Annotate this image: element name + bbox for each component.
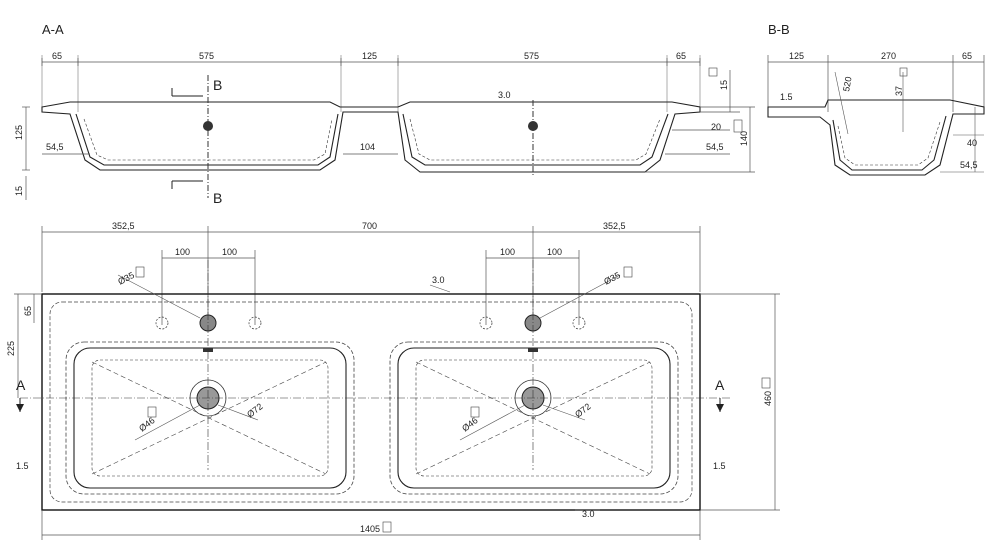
dim-aa-20: 20 (711, 122, 721, 132)
dim-bb-65: 65 (962, 51, 972, 61)
countertop-outline (41, 293, 701, 511)
dim-aa-15-left: 15 (14, 186, 24, 196)
optional-hole-3 (479, 316, 493, 330)
dim-aa-65-right: 65 (676, 51, 686, 61)
dim-plan-dia35-right: Ø35 (602, 270, 622, 287)
dim-bb-54-5: 54,5 (960, 160, 978, 170)
dim-plan-dia72-right: Ø72 (573, 401, 593, 419)
dim-bb-270: 270 (881, 51, 896, 61)
dim-plan-dia46-left: Ø46 (137, 415, 157, 433)
optional-hole-2 (248, 316, 262, 330)
plan-view: 352,5 700 352,5 100 100 100 100 (6, 221, 780, 540)
dim-plan-460: 460 (763, 391, 773, 406)
dim-plan-225: 225 (6, 341, 16, 356)
dim-plan-dia72-left: Ø72 (245, 401, 265, 419)
basin-right (389, 341, 679, 495)
dim-aa-575-right: 575 (524, 51, 539, 61)
cut-a-right: A (715, 377, 725, 393)
countertop-inner (49, 301, 693, 503)
tol-aa-3-0: 3.0 (498, 90, 511, 100)
dim-plan-dia35-left: Ø35 (116, 270, 136, 287)
dim-plan-700: 700 (362, 221, 377, 231)
optional-hole-4 (572, 316, 586, 330)
cut-b-top: B (213, 77, 222, 93)
dim-plan-100-a: 100 (175, 247, 190, 257)
tol-plan-1-5-right: 1.5 (713, 461, 726, 471)
dim-aa-15-right: 15 (719, 80, 729, 90)
tol-bb-1-5: 1.5 (780, 92, 793, 102)
dim-aa-54-5-left: 54,5 (46, 142, 64, 152)
dim-plan-100-d: 100 (547, 247, 562, 257)
tol-plan-3-0-top: 3.0 (432, 275, 445, 285)
dim-aa-104: 104 (360, 142, 375, 152)
dim-plan-100-c: 100 (500, 247, 515, 257)
dim-aa-125-left: 125 (14, 125, 24, 140)
dim-bb-40: 40 (967, 138, 977, 148)
basin-left (65, 341, 355, 495)
cut-marker-b (171, 88, 203, 189)
dim-aa-125: 125 (362, 51, 377, 61)
section-bb-title: B-B (768, 22, 790, 37)
dim-aa-575-left: 575 (199, 51, 214, 61)
dim-plan-100-b: 100 (222, 247, 237, 257)
section-a-a: A-A 65 575 125 575 65 (14, 22, 755, 206)
dim-aa-54-5-right: 54,5 (706, 142, 724, 152)
section-b-b: B-B 125 270 65 520 37 1.5 40 54 (767, 22, 985, 176)
tol-plan-1-5-left: 1.5 (16, 461, 29, 471)
dim-bb-125: 125 (789, 51, 804, 61)
dim-aa-65-left: 65 (52, 51, 62, 61)
dim-plan-352-5-left: 352,5 (112, 221, 135, 231)
tol-plan-3-0-bottom: 3.0 (582, 509, 595, 519)
cut-b-bottom: B (213, 190, 222, 206)
optional-hole-1 (155, 316, 169, 330)
dim-bb-r37: 37 (894, 86, 904, 96)
dim-plan-1405: 1405 (360, 524, 380, 534)
section-aa-title: A-A (42, 22, 64, 37)
dim-plan-352-5-right: 352,5 (603, 221, 626, 231)
aa-tap-hole-left (203, 121, 213, 131)
bb-basin-outline (767, 99, 985, 176)
dim-bb-r520: 520 (841, 76, 853, 93)
dim-plan-65: 65 (23, 306, 33, 316)
dim-aa-140: 140 (739, 131, 749, 146)
aa-basin-outline (41, 101, 701, 173)
cut-a-left: A (16, 377, 26, 393)
